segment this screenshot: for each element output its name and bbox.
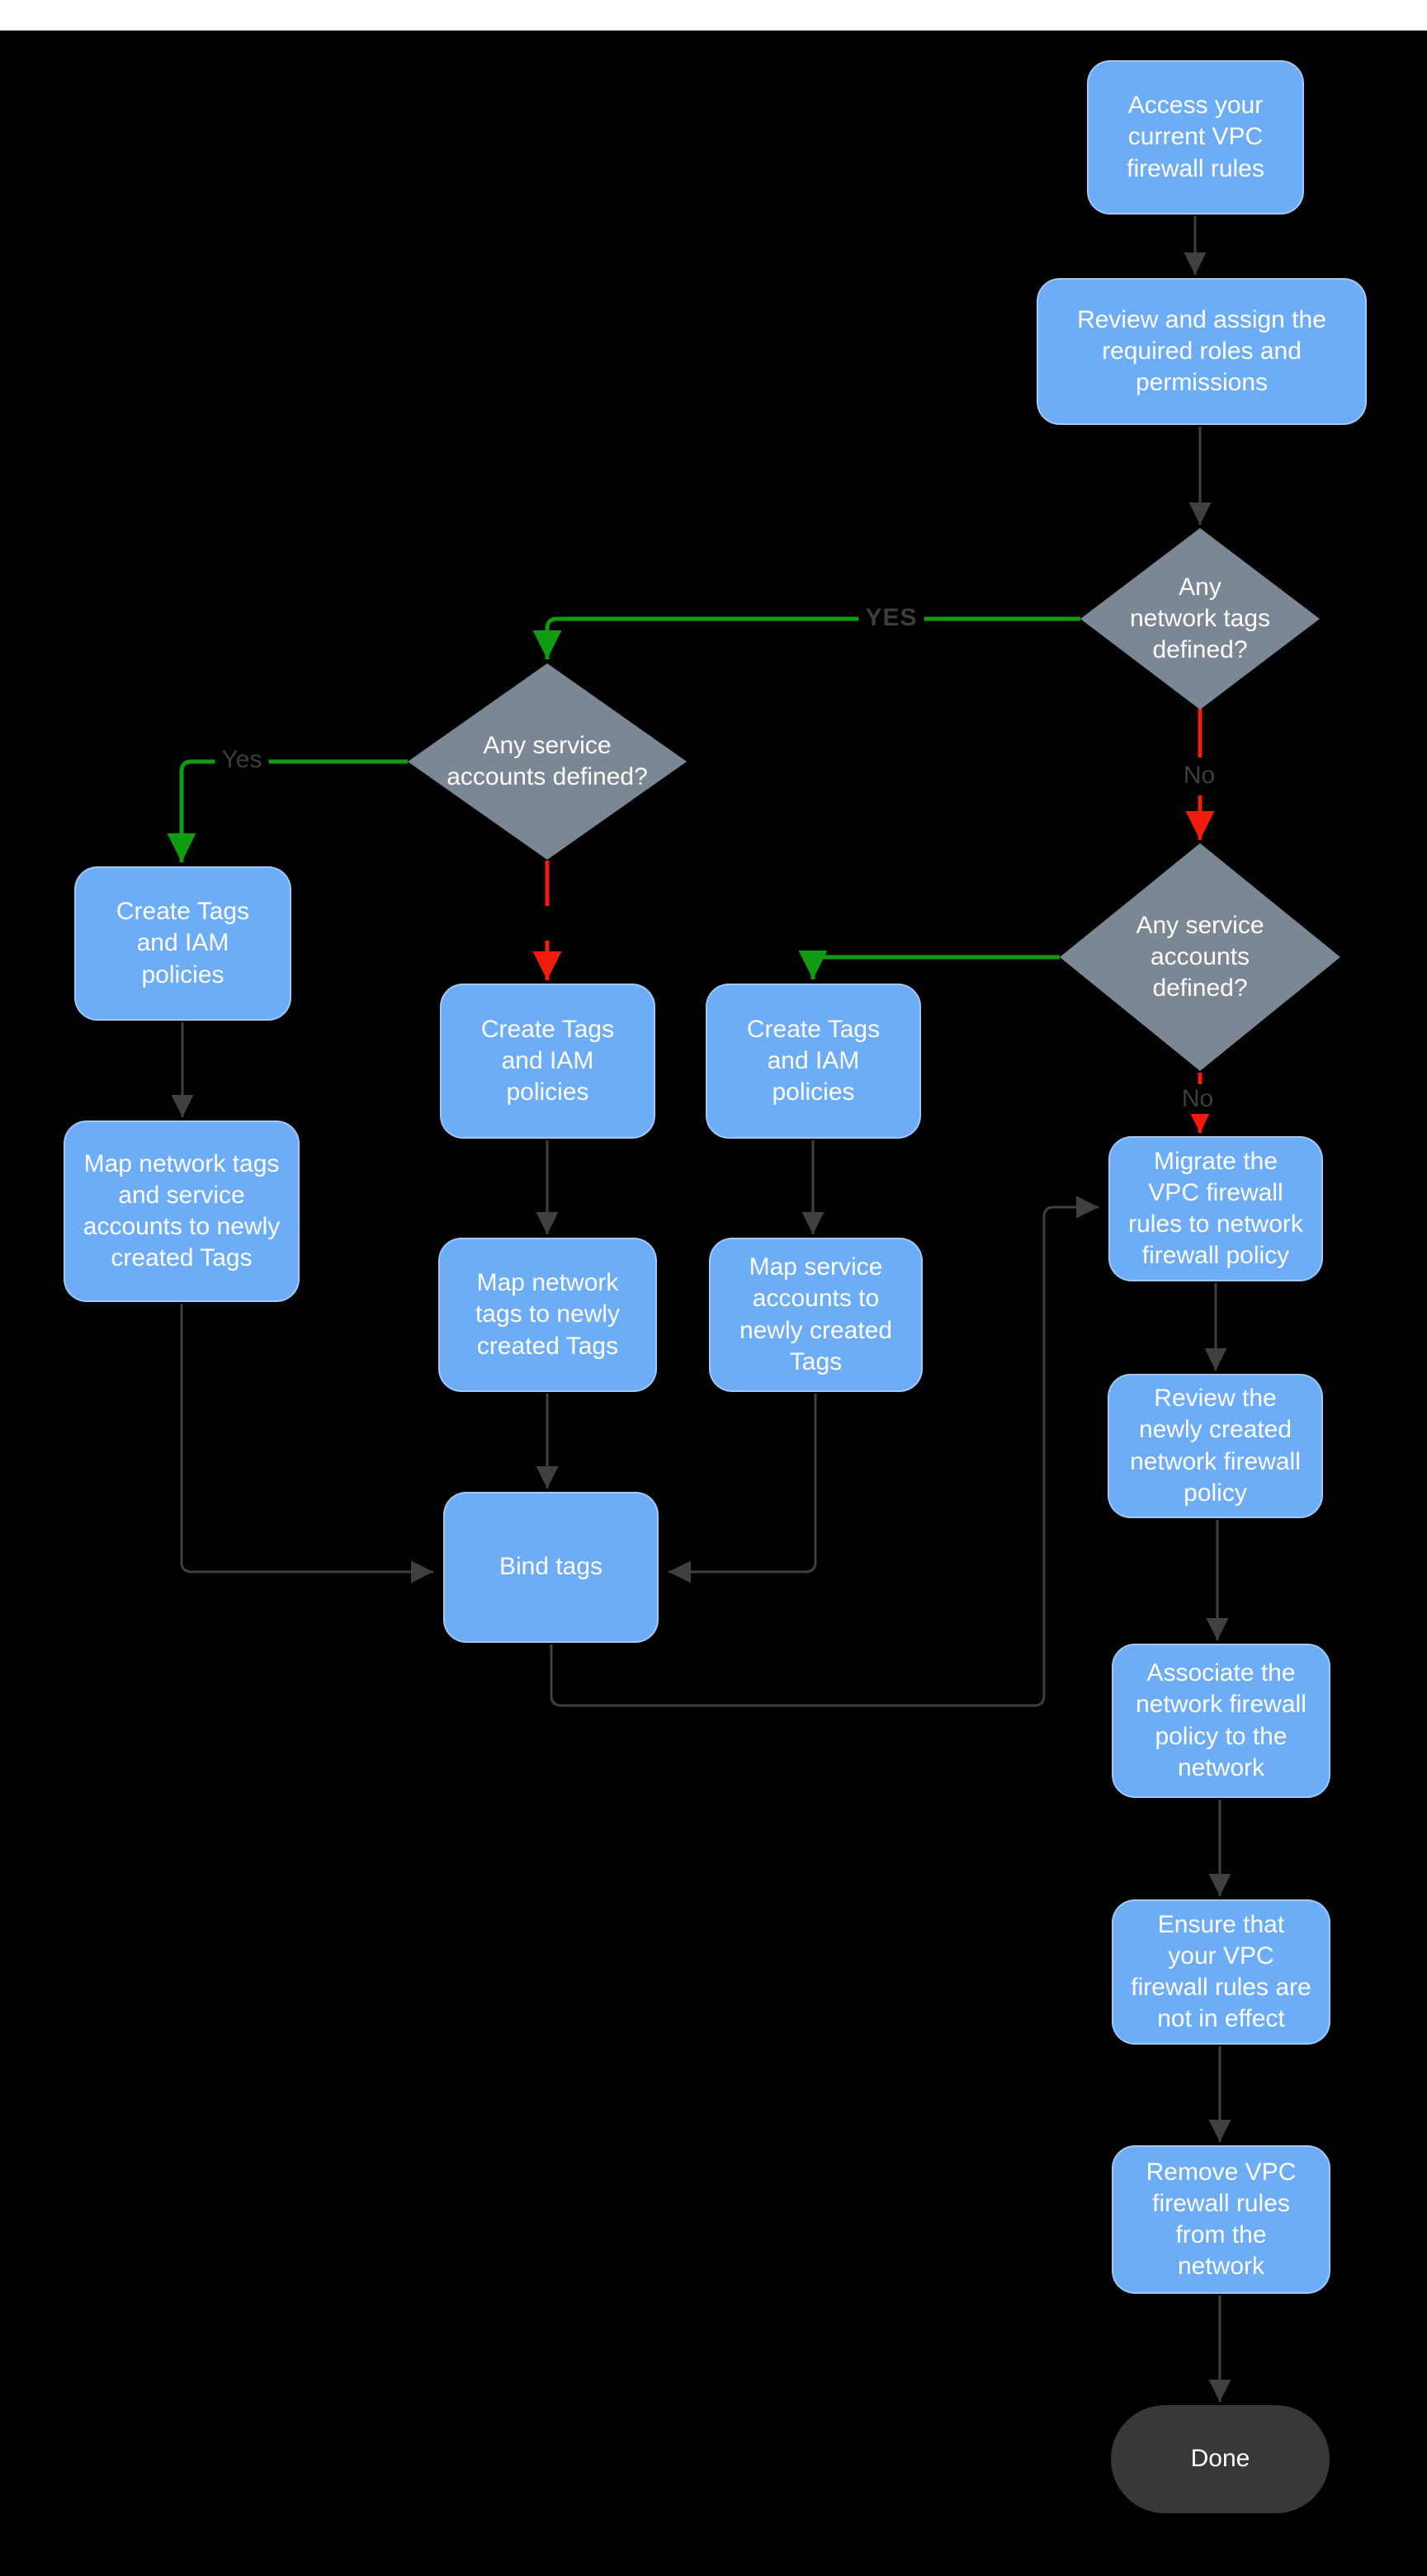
node-label: Remove VPC firewall rules from the netwo… bbox=[1146, 2158, 1297, 2281]
node-remove-vpc-rules: Remove VPC firewall rules from the netwo… bbox=[1112, 2145, 1330, 2294]
node-label: Migrate the VPC firewall rules to networ… bbox=[1128, 1147, 1303, 1270]
node-label: Review the newly created network firewal… bbox=[1130, 1385, 1301, 1507]
decision-service-accounts-defined-left: Any service accounts defined? bbox=[408, 663, 687, 860]
node-review-roles-permissions: Review and assign the required roles and… bbox=[1037, 278, 1367, 425]
node-review-created-policy: Review the newly created network firewal… bbox=[1108, 1374, 1323, 1518]
node-label: Done bbox=[1190, 2445, 1250, 2473]
node-label: Create Tags and IAM policies bbox=[480, 1015, 615, 1106]
node-label: Access your current VPC firewall rules bbox=[1127, 92, 1264, 182]
node-label: Any service accounts defined? bbox=[447, 731, 648, 790]
node-access-vpc-rules: Access your current VPC firewall rules bbox=[1087, 60, 1304, 215]
node-associate-policy: Associate the network firewall policy to… bbox=[1112, 1644, 1330, 1798]
node-map-network-tags: Map network tags to newly created Tags bbox=[438, 1238, 657, 1392]
edge-map-right-bind bbox=[669, 1394, 817, 1583]
decision-service-accounts-defined-right: Any service accounts defined? bbox=[1060, 843, 1340, 1071]
edge-map-left-bind bbox=[180, 1304, 433, 1583]
edge-yes-service-accounts-left bbox=[167, 759, 408, 862]
node-label: Any service accounts defined? bbox=[1136, 911, 1264, 1003]
edge-yes-network-tags bbox=[532, 616, 1080, 659]
node-label: Associate the network firewall policy to… bbox=[1136, 1659, 1307, 1781]
node-label: Map network tags and service accounts to… bbox=[83, 1149, 281, 1272]
top-white-strip bbox=[0, 0, 1427, 31]
node-map-service-accounts: Map service accounts to newly created Ta… bbox=[709, 1238, 923, 1392]
edge-label-yes-upper: YES bbox=[858, 603, 924, 633]
edge-label-no-service-accounts: No bbox=[1174, 1084, 1221, 1114]
node-done: Done bbox=[1111, 2405, 1330, 2513]
node-label: Any network tags defined? bbox=[1129, 573, 1271, 664]
decision-network-tags-defined: Any network tags defined? bbox=[1080, 528, 1320, 710]
node-migrate-rules: Migrate the VPC firewall rules to networ… bbox=[1108, 1136, 1323, 1281]
node-label: Create Tags and IAM policies bbox=[746, 1015, 881, 1106]
node-label: Create Tags and IAM policies bbox=[116, 898, 250, 988]
node-label: Review and assign the required roles and… bbox=[1077, 305, 1326, 397]
node-label: Bind tags bbox=[499, 1553, 603, 1581]
node-map-tags-and-service-accounts: Map network tags and service accounts to… bbox=[64, 1121, 300, 1302]
node-create-tags-iam-right: Create Tags and IAM policies bbox=[706, 984, 921, 1139]
node-label: Ensure that your VPC firewall rules are … bbox=[1131, 1910, 1311, 2033]
node-create-tags-iam-left: Create Tags and IAM policies bbox=[74, 866, 291, 1021]
node-bind-tags: Bind tags bbox=[443, 1492, 659, 1643]
edge-yes-service-accounts-right bbox=[798, 951, 1060, 979]
node-create-tags-iam-mid: Create Tags and IAM policies bbox=[440, 984, 655, 1139]
edge-label-yes-left: Yes bbox=[215, 745, 269, 775]
node-ensure-rules-not-in-effect: Ensure that your VPC firewall rules are … bbox=[1112, 1899, 1330, 2045]
node-label: Map network tags to newly created Tags bbox=[475, 1269, 621, 1360]
edge-label-no-network-tags: No bbox=[1176, 761, 1222, 790]
node-label: Map service accounts to newly created Ta… bbox=[739, 1253, 893, 1375]
